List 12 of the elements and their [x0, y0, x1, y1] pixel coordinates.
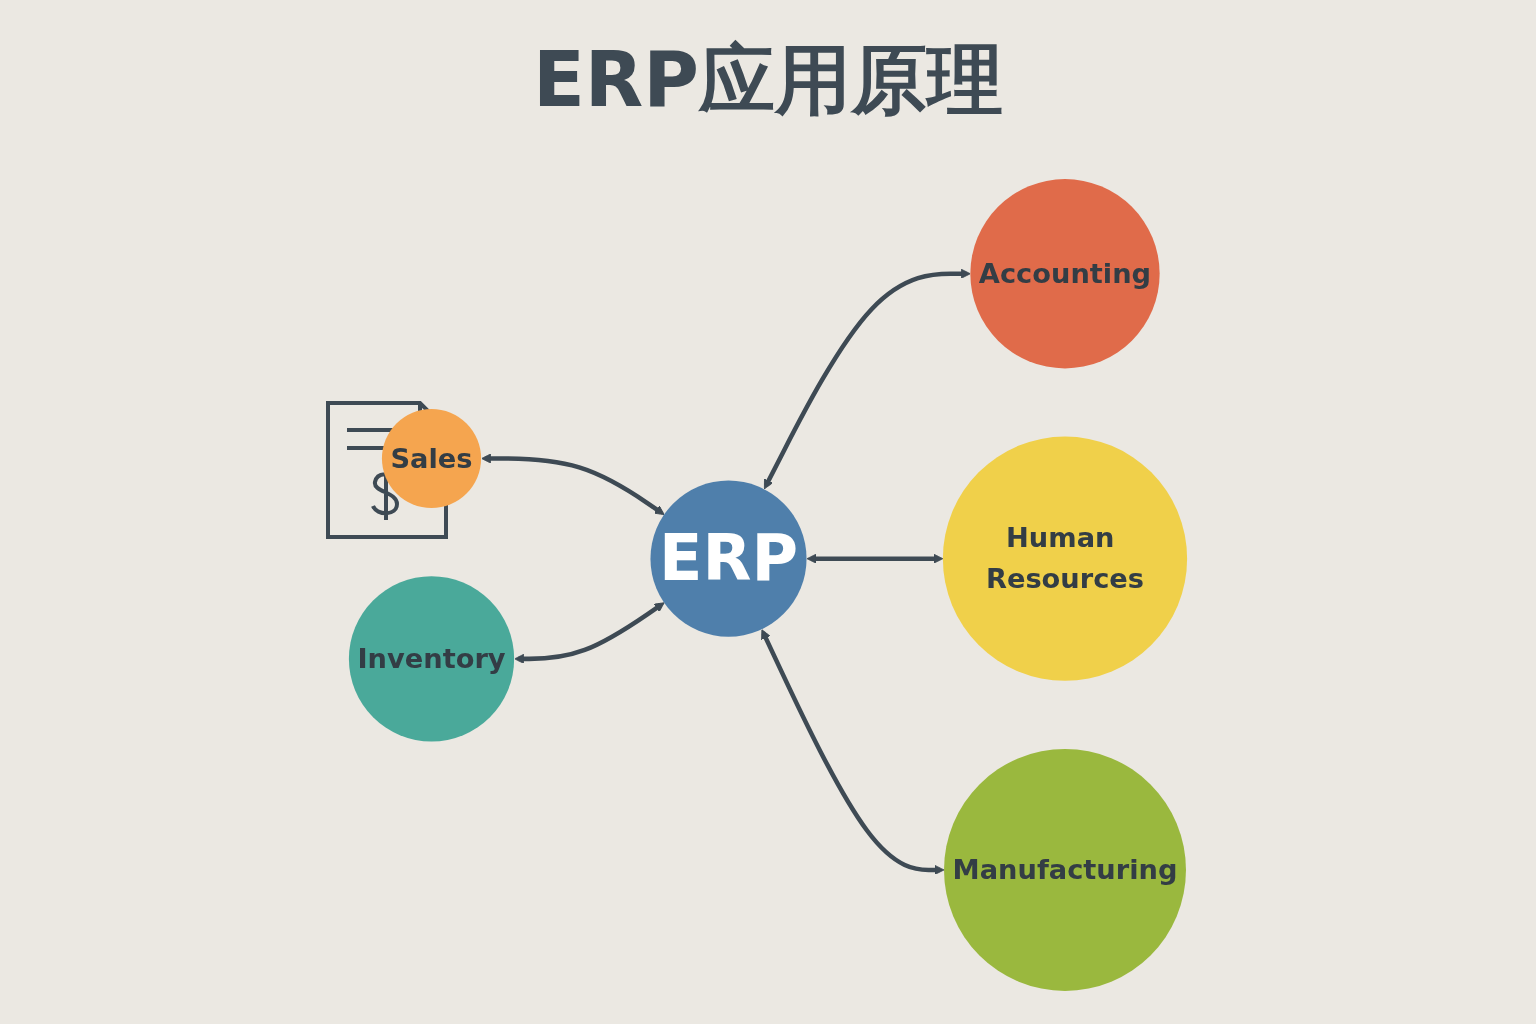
arrow: [806, 553, 944, 564]
arrow: [514, 602, 665, 664]
node-circle: Inventory: [348, 576, 515, 742]
arrow: [761, 629, 945, 875]
node-circle: Manufacturing: [944, 748, 1186, 991]
node-circle: ERP: [650, 480, 807, 637]
node-circle: Accounting: [970, 179, 1160, 369]
arrow: [763, 268, 971, 490]
arrow: [481, 453, 665, 515]
node-circle: Human Resources: [942, 436, 1188, 681]
node-circle: Sales: [381, 408, 482, 509]
title: ERP应用原理: [532, 34, 1004, 126]
